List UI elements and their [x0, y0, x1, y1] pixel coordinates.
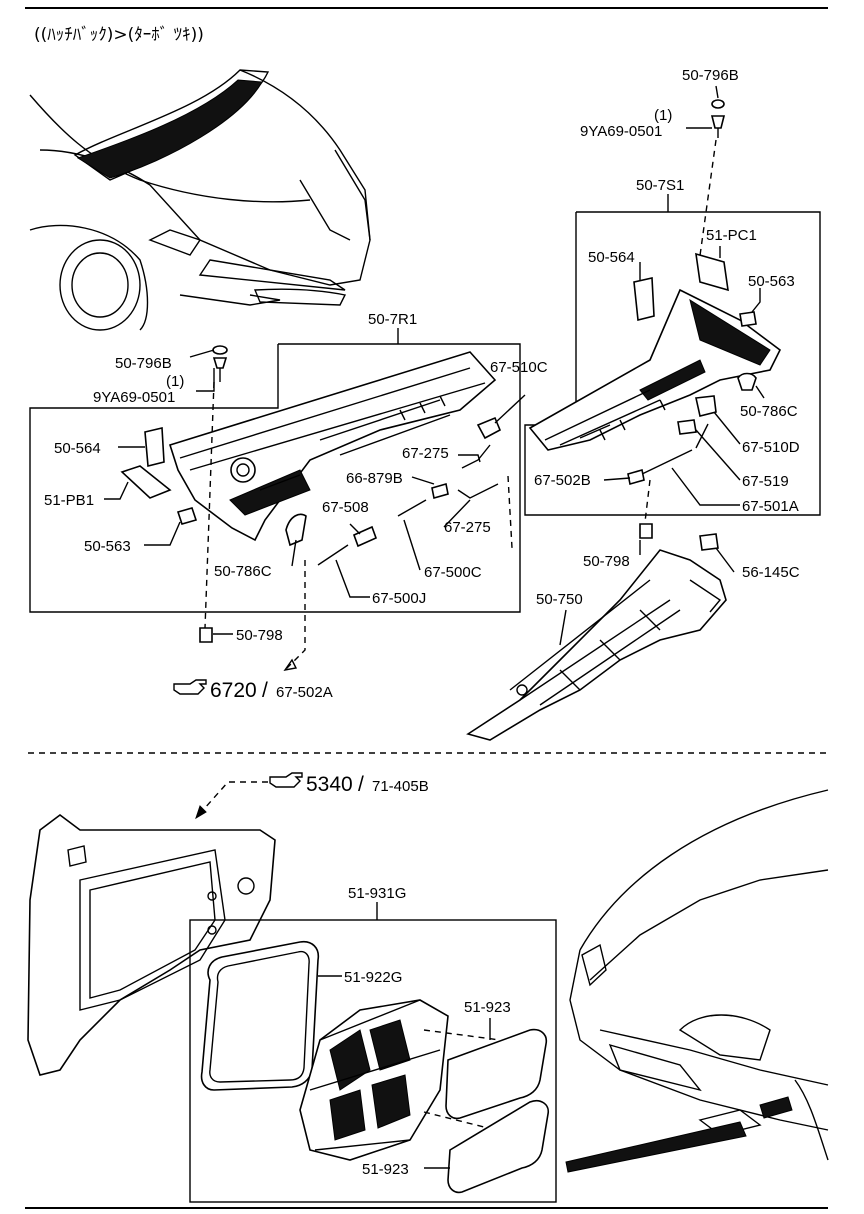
part-50-798-right	[639, 523, 653, 539]
label-group-51-931G: 51-931G	[348, 885, 406, 902]
screw-right	[710, 115, 726, 129]
part-67-508	[352, 525, 378, 548]
part-56-145C	[699, 533, 719, 551]
diagram-title: ((ﾊｯﾁﾊﾞｯｸ)>(ﾀｰﾎﾞ ﾂｷ))	[34, 25, 204, 45]
ref-6720-sep: /	[262, 679, 268, 702]
group-box-lower	[189, 919, 557, 1203]
label-50-564-left: 50-564	[54, 440, 101, 457]
ref-5340-number[interactable]: 5340	[306, 773, 353, 796]
part-50-796B-right	[711, 99, 725, 109]
part-50-786C-right	[737, 372, 757, 391]
part-50-564-left	[144, 427, 165, 468]
label-67-510C: 67-510C	[490, 359, 548, 376]
cowl-grille-right	[528, 288, 782, 451]
label-50-786C-left: 50-786C	[214, 563, 272, 580]
label-group-50-7S1: 50-7S1	[636, 177, 684, 194]
label-51-PB1: 51-PB1	[44, 492, 94, 509]
label-67-508: 67-508	[322, 499, 369, 516]
car-rear-illustration	[565, 789, 829, 1173]
car-front-illustration	[29, 69, 371, 331]
part-50-796B-left	[212, 345, 228, 355]
hose-67-501A	[639, 449, 693, 476]
label-67-500C: 67-500C	[424, 564, 482, 581]
label-67-501A: 67-501A	[742, 498, 799, 515]
part-51-PB1	[120, 465, 172, 499]
label-50-796B-left: 50-796B	[115, 355, 172, 372]
ref-5340-sep: /	[358, 773, 364, 796]
part-67-519	[677, 419, 697, 435]
screw-left	[212, 357, 228, 369]
label-qty-left: (1)	[166, 373, 184, 390]
hose-67-500J	[317, 544, 349, 566]
label-50-564-right: 50-564	[588, 249, 635, 266]
part-51-922G-frame	[200, 940, 320, 1091]
leaders-left	[104, 349, 526, 635]
label-50-798-right: 50-798	[583, 553, 630, 570]
label-50-798-left: 50-798	[236, 627, 283, 644]
label-66-879B: 66-879B	[346, 470, 403, 487]
part-50-798-left	[199, 627, 213, 643]
part-50-563-left	[176, 507, 198, 525]
label-50-796B-right: 50-796B	[682, 67, 739, 84]
label-50-750: 50-750	[536, 591, 583, 608]
part-50-564-right	[633, 277, 655, 321]
part-50-786C-left	[285, 513, 307, 547]
label-50-563-right: 50-563	[748, 273, 795, 290]
label-9YA69-0501-left: 9YA69-0501	[93, 389, 175, 406]
pointing-hand-icon	[269, 772, 303, 788]
label-67-510D: 67-510D	[742, 439, 800, 456]
part-51-923-bottom	[447, 1099, 550, 1194]
hose-67-500C	[397, 499, 427, 517]
label-67-275-b: 67-275	[444, 519, 491, 536]
group-box-left	[29, 343, 521, 613]
label-51-923-bottom: 51-923	[362, 1161, 409, 1178]
label-group-50-7R1: 50-7R1	[368, 311, 417, 328]
label-67-502B: 67-502B	[534, 472, 591, 489]
part-67-510C	[476, 416, 502, 440]
part-67-502B	[627, 468, 645, 486]
part-66-879B	[431, 482, 449, 500]
label-67-500J: 67-500J	[372, 590, 426, 607]
ref-6720-number[interactable]: 6720	[210, 679, 257, 702]
side-trim-panel	[27, 814, 276, 1076]
label-qty-right: (1)	[654, 107, 672, 124]
ref-6720-part[interactable]: 67-502A	[276, 684, 333, 701]
label-51-PC1: 51-PC1	[706, 227, 757, 244]
part-51-923-top	[445, 1028, 548, 1120]
part-50-750-panel	[466, 549, 727, 741]
label-9YA69-0501-right: 9YA69-0501	[580, 123, 662, 140]
label-56-145C: 56-145C	[742, 564, 800, 581]
label-67-519: 67-519	[742, 473, 789, 490]
part-67-510D	[695, 395, 717, 417]
leaders-right	[559, 246, 765, 646]
reference-6720[interactable]: 6720 / 67-502A	[173, 679, 333, 702]
part-51-PC1	[695, 252, 729, 292]
ref-5340-part[interactable]: 71-405B	[372, 778, 429, 795]
reference-5340[interactable]: 5340 / 71-405B	[269, 772, 429, 796]
label-50-563-left: 50-563	[84, 538, 131, 555]
label-51-922G: 51-922G	[344, 969, 402, 986]
vent-grille	[299, 999, 449, 1161]
label-67-275-a: 67-275	[402, 445, 449, 462]
label-51-923-top: 51-923	[464, 999, 511, 1016]
cowl-grille-left	[168, 351, 497, 542]
label-50-786C-right: 50-786C	[740, 403, 798, 420]
part-50-563-right	[739, 311, 757, 327]
pointing-hand-icon	[173, 679, 207, 695]
